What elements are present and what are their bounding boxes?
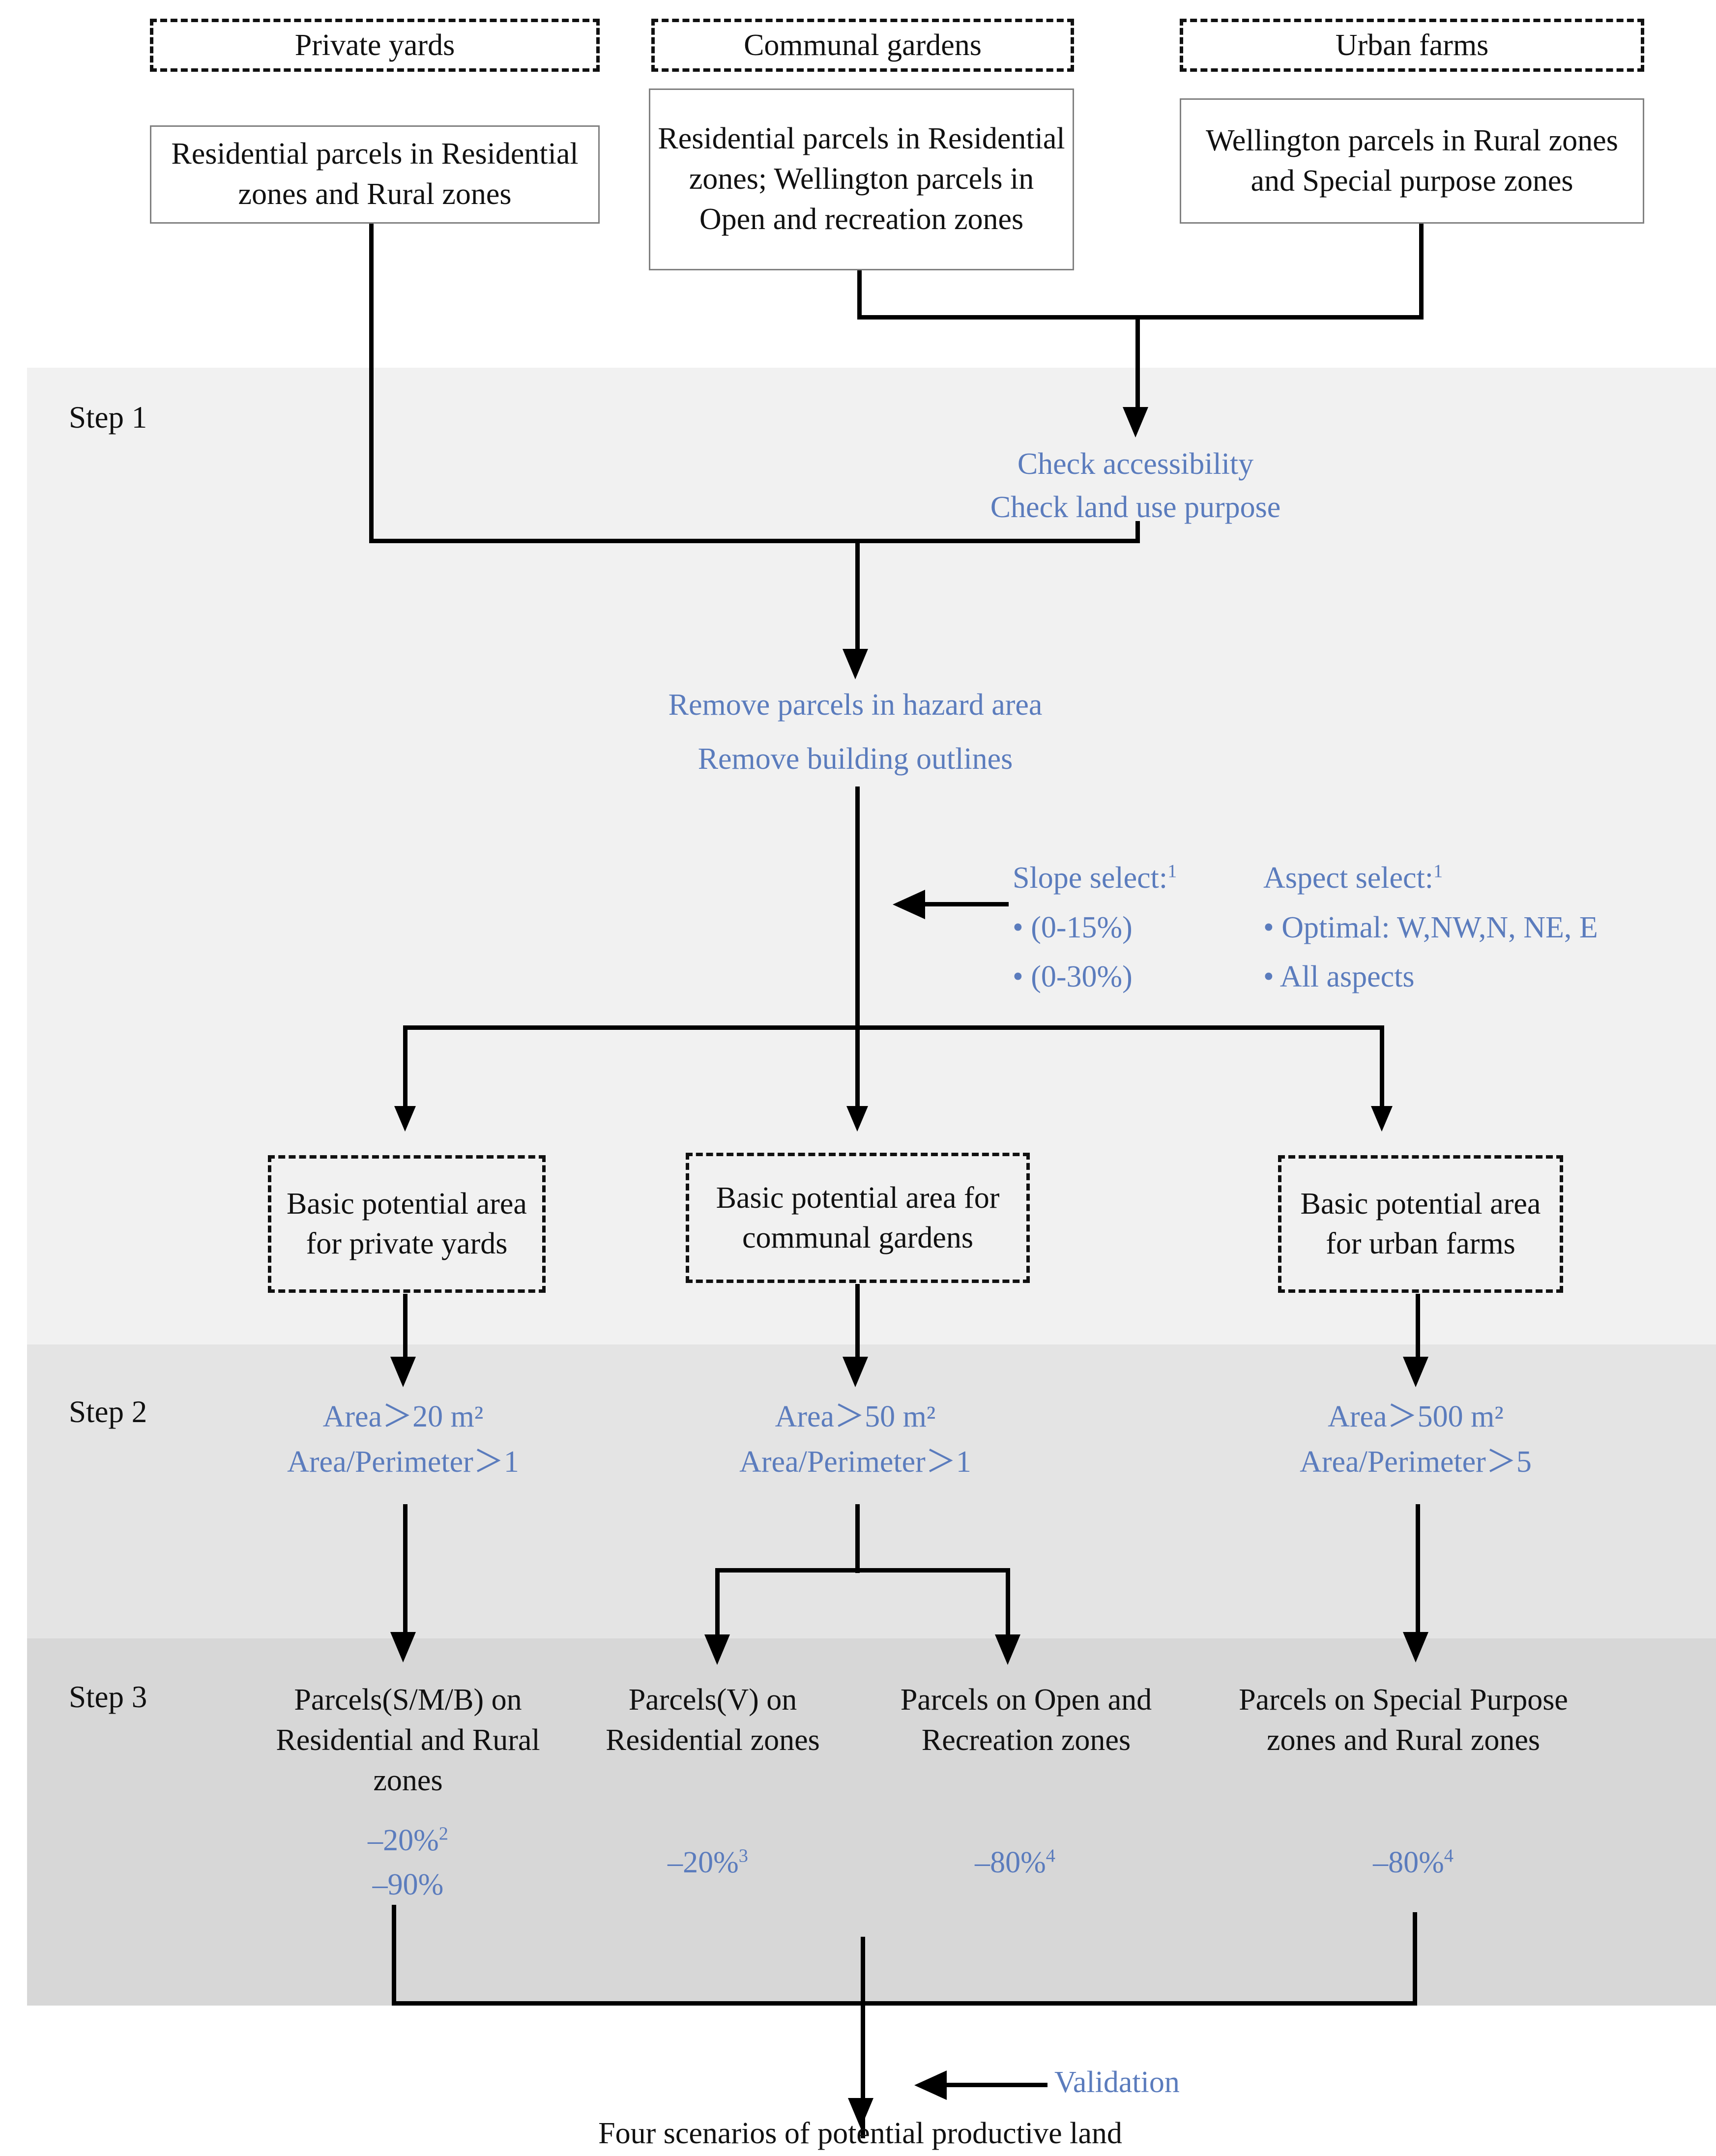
arrow-to-step2-urban <box>1403 1357 1428 1387</box>
slope-option-1: • (0-15%) <box>1013 911 1133 944</box>
reduction-communal-open: –80%4 <box>902 1841 1128 1884</box>
connector-split-left <box>403 1025 407 1116</box>
connector-merge-step1 <box>369 539 1140 543</box>
connector-basic-urban-down <box>1416 1294 1420 1367</box>
step2-ratio-urban: Area/Perimeter＞5 <box>1300 1445 1532 1479</box>
reduction-communal-open-value: –80% <box>975 1846 1046 1879</box>
connector-slope-stem <box>920 902 1009 906</box>
reduction-urban-value: –80% <box>1373 1846 1444 1879</box>
connector-bottom-merge-bar <box>392 2001 1417 2006</box>
reduction-communal-res-value: –20% <box>668 1846 739 1879</box>
step3-band <box>27 1638 1716 2006</box>
source-box-private-yards: Residential parcels in Residential zones… <box>150 125 600 224</box>
validation-label: Validation <box>1054 2066 1180 2099</box>
step2-area-communal: Area＞50 m² <box>775 1400 936 1433</box>
step2-area-private: Area＞20 m² <box>322 1400 484 1433</box>
connector-basic-private-down <box>403 1294 407 1367</box>
reduction-communal-open-footnote: 4 <box>1046 1845 1055 1866</box>
slope-option-2: • (0-30%) <box>1013 960 1133 993</box>
step3-label-communal-open: Parcels on Open and Recreation zones <box>900 1683 1152 1757</box>
source-box-communal-gardens: Residential parcels in Residential zones… <box>649 88 1074 270</box>
connector-communal-split-right <box>1006 1568 1010 1639</box>
remove-hazard-text: Remove parcels in hazard area <box>668 688 1043 722</box>
arrow-to-output <box>848 2098 873 2128</box>
connector-trunk-to-remove <box>855 539 860 654</box>
connector-bottom-urban <box>1413 1912 1417 2006</box>
reduction-private-2: –90% <box>372 1868 444 1901</box>
arrow-to-step3-communal-open <box>995 1634 1020 1665</box>
connector-split-mid <box>855 1025 860 1116</box>
aspect-select-footnote: 1 <box>1433 861 1443 882</box>
connector-step2-private-down <box>403 1504 407 1637</box>
arrow-to-step3-private <box>390 1632 416 1662</box>
reduction-communal-res: –20%3 <box>595 1841 821 1884</box>
connector-urban-down <box>1419 224 1424 317</box>
reduction-private-1-value: –20% <box>368 1824 439 1857</box>
slope-select-footnote: 1 <box>1167 861 1177 882</box>
basic-area-urban-farms: Basic potential area for urban farms <box>1278 1155 1563 1293</box>
aspect-option-2: • All aspects <box>1263 960 1415 993</box>
arrow-left-to-slope <box>893 890 925 919</box>
arrow-left-validation <box>914 2070 947 2100</box>
arrow-to-step3-urban <box>1403 1632 1428 1662</box>
arrow-to-step2-communal <box>843 1357 868 1387</box>
connector-check-down <box>1135 521 1140 543</box>
reduction-communal-res-footnote: 3 <box>738 1845 748 1866</box>
connector-communal-split-bar <box>715 1568 1010 1573</box>
connector-step2-urban-down <box>1416 1504 1420 1637</box>
step2-area-urban: Area＞500 m² <box>1328 1400 1504 1433</box>
connector-step2-communal-down <box>855 1504 860 1573</box>
connector-trunk-to-check <box>1135 315 1140 411</box>
aspect-select-label: Aspect select: <box>1263 861 1434 895</box>
basic-area-communal-gardens: Basic potential area for communal garden… <box>686 1153 1030 1283</box>
arrow-to-step3-communal-res <box>704 1634 730 1665</box>
step3-label-private: Parcels(S/M/B) on Residential and Rural … <box>276 1683 540 1797</box>
step2-label: Step 2 <box>69 1395 147 1429</box>
connector-validation-stem <box>942 2083 1047 2087</box>
source-box-urban-farms: Wellington parcels in Rural zones and Sp… <box>1180 98 1644 224</box>
step2-ratio-communal: Area/Perimeter＞1 <box>739 1445 971 1479</box>
reduction-private-1: –20%2 <box>295 1819 521 1862</box>
connector-bottom-trunk <box>861 1937 865 2138</box>
remove-buildings-text: Remove building outlines <box>698 742 1013 776</box>
header-urban-farms: Urban farms <box>1180 19 1644 72</box>
arrow-to-remove-parcels <box>843 649 868 679</box>
connector-communal-down <box>857 270 862 320</box>
connector-bottom-private <box>392 1905 396 2006</box>
aspect-select-title: Aspect select:1 <box>1263 856 1706 901</box>
slope-select-label: Slope select: <box>1013 861 1168 895</box>
reduction-urban-footnote: 4 <box>1444 1845 1454 1866</box>
connector-communal-split-left <box>715 1568 720 1639</box>
basic-area-private-yards: Basic potential area for private yards <box>268 1155 546 1293</box>
check-land-use-text: Check land use purpose <box>990 491 1281 524</box>
connector-remove-down <box>855 787 860 1030</box>
arrow-to-check-accessibility <box>1123 407 1148 437</box>
arrow-to-basic-urban <box>1371 1106 1393 1132</box>
connector-basic-communal-down <box>855 1284 860 1367</box>
step1-label: Step 1 <box>69 400 147 435</box>
step3-label-communal-res: Parcels(V) on Residential zones <box>606 1683 820 1757</box>
step2-ratio-private: Area/Perimeter＞1 <box>287 1445 519 1479</box>
reduction-urban: –80%4 <box>1300 1841 1526 1884</box>
step1-band <box>27 368 1716 1344</box>
step3-label: Step 3 <box>69 1680 147 1714</box>
reduction-private-1-footnote: 2 <box>438 1823 448 1844</box>
slope-select-title: Slope select:1 <box>1013 856 1288 901</box>
header-private-yards: Private yards <box>150 19 600 72</box>
arrow-to-basic-communal <box>846 1106 868 1132</box>
output-label: Four scenarios of potential productive l… <box>598 2117 1122 2150</box>
aspect-option-1: • Optimal: W,NW,N, NE, E <box>1263 911 1598 944</box>
connector-merge-top <box>857 315 1424 320</box>
step3-label-urban: Parcels on Special Purpose zones and Rur… <box>1239 1683 1568 1757</box>
connector-split-right <box>1380 1025 1384 1116</box>
connector-split-bar <box>403 1025 1384 1030</box>
arrow-to-basic-private <box>394 1106 416 1132</box>
connector-private-down <box>369 224 374 541</box>
check-accessibility-text: Check accessibility <box>1017 447 1254 481</box>
header-communal-gardens: Communal gardens <box>651 19 1074 72</box>
step2-band <box>27 1344 1716 1638</box>
arrow-to-step2-private <box>390 1357 416 1387</box>
